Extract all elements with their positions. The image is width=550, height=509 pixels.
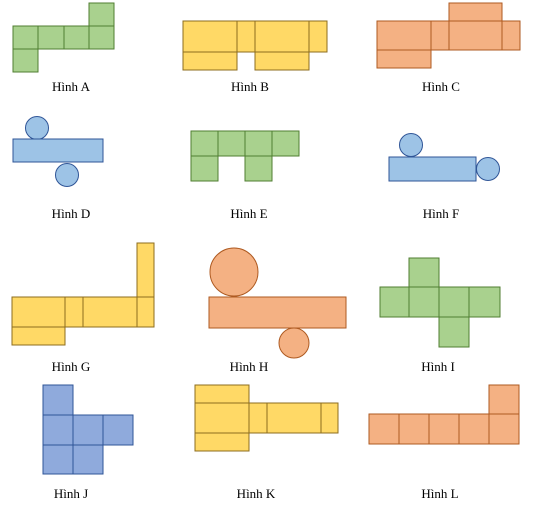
net-face	[182, 51, 238, 71]
net-face	[190, 130, 219, 157]
figure-g-caption: Hình G	[51, 359, 91, 374]
net-face	[266, 402, 322, 434]
net-face	[12, 48, 39, 73]
figure-i-caption: Hình I	[421, 359, 455, 374]
net-face	[63, 25, 90, 50]
figure-j-net	[42, 384, 134, 475]
net-face	[458, 413, 490, 445]
net-face	[448, 20, 503, 51]
net-face	[254, 20, 310, 53]
figure-e-net	[190, 130, 300, 182]
figure-k-net	[194, 384, 339, 452]
net-circle	[399, 133, 423, 157]
figure-h-net	[208, 247, 347, 359]
net-face	[11, 326, 66, 346]
net-face	[320, 402, 339, 434]
figure-a-caption: Hình A	[52, 79, 90, 94]
net-face	[408, 257, 440, 288]
net-face	[430, 20, 450, 51]
net-face	[217, 130, 246, 157]
net-face	[379, 286, 410, 318]
figure-c-net	[376, 2, 521, 69]
figure-e-caption: Hình E	[230, 206, 268, 221]
figure-l-net	[368, 384, 520, 445]
net-circle	[25, 116, 49, 140]
net-face	[368, 413, 400, 445]
net-face	[428, 413, 460, 445]
net-face	[88, 2, 115, 27]
net-face	[271, 130, 300, 157]
net-face	[254, 51, 310, 71]
net-face	[468, 286, 501, 318]
net-face	[438, 286, 470, 318]
figure-k-caption: Hình K	[236, 486, 276, 501]
net-face	[448, 2, 503, 22]
net-face	[194, 402, 250, 434]
net-face	[408, 286, 440, 318]
figure-d-caption: Hình D	[51, 206, 91, 221]
net-face	[42, 414, 74, 446]
net-face	[12, 25, 39, 50]
net-face	[308, 20, 328, 53]
net-face	[190, 155, 219, 182]
net-face	[102, 414, 134, 446]
net-face	[136, 296, 155, 328]
net-face	[488, 384, 520, 415]
net-circle	[55, 163, 79, 187]
figure-c-caption: Hình C	[422, 79, 460, 94]
net-face	[244, 155, 273, 182]
net-face	[244, 130, 273, 157]
net-face	[501, 20, 521, 51]
net-face	[42, 444, 74, 475]
net-rectangle	[12, 138, 104, 163]
figure-l-caption: Hình L	[421, 486, 459, 501]
net-face	[488, 413, 520, 445]
net-face	[248, 402, 268, 434]
figure-i-net	[379, 257, 501, 348]
net-face	[72, 444, 104, 475]
net-face	[37, 25, 65, 50]
net-rectangle	[208, 296, 347, 329]
figure-a-net	[12, 2, 115, 73]
net-face	[82, 296, 138, 328]
net-face	[88, 25, 115, 50]
net-rectangle	[388, 156, 477, 182]
net-face	[182, 20, 238, 53]
net-face	[236, 20, 256, 53]
net-face	[376, 49, 432, 69]
figure-d-net	[12, 116, 104, 187]
net-face	[376, 20, 432, 51]
figure-h-caption: Hình H	[229, 359, 269, 374]
figure-b-caption: Hình B	[231, 79, 269, 94]
figure-j-caption: Hình J	[53, 486, 89, 501]
net-face	[11, 296, 66, 328]
net-circle	[209, 247, 259, 297]
net-face	[398, 413, 430, 445]
figure-b-net	[182, 20, 328, 71]
net-circle	[278, 327, 310, 359]
net-circle	[476, 157, 500, 181]
net-face	[42, 384, 74, 416]
net-face	[438, 316, 470, 348]
net-face	[136, 242, 155, 298]
net-face	[194, 384, 250, 404]
net-face	[194, 432, 250, 452]
figure-g-net	[11, 242, 155, 346]
net-face	[72, 414, 104, 446]
figure-f-net	[388, 133, 500, 182]
net-face	[64, 296, 84, 328]
figure-f-caption: Hình F	[422, 206, 460, 221]
